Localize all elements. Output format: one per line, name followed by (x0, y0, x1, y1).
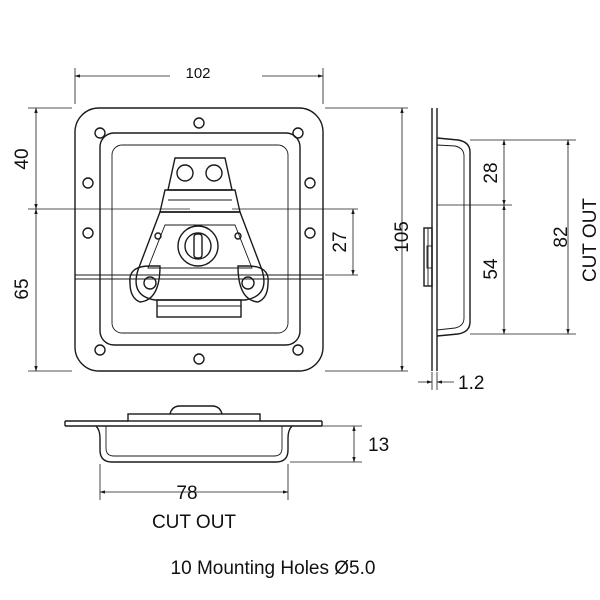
cutout-width-label: 78 (176, 483, 197, 504)
mounting-hole (304, 177, 316, 189)
mounting-hole (193, 353, 205, 365)
bottom-view: 13 78 CUT OUT (64, 405, 389, 533)
latch-mechanism (129, 157, 269, 318)
mounting-hole (94, 127, 106, 139)
dim-side-upper: 28 (481, 162, 502, 183)
dim-height: 105 (392, 221, 413, 253)
dim-cutout: 82 (551, 226, 572, 247)
dim-lower-left: 65 (12, 278, 33, 299)
dimension-width: 102 (74, 65, 324, 104)
side-cutout-label: CUT OUT (580, 198, 600, 282)
mounting-hole (193, 117, 205, 129)
flange-outline (74, 107, 324, 372)
mounting-hole (292, 344, 304, 356)
mounting-hole (304, 227, 316, 239)
mounting-holes (82, 117, 316, 365)
thickness-label: 1.2 (458, 373, 484, 394)
width-label: 102 (185, 65, 210, 82)
dimension-height: 105 (325, 107, 413, 372)
mounting-hole (94, 344, 106, 356)
mounting-hole (292, 127, 304, 139)
dimension-left: 40 65 (12, 107, 190, 372)
dim-side-lower: 54 (481, 258, 502, 280)
mounting-hole (82, 177, 94, 189)
dim-upper-left: 40 (12, 148, 33, 169)
dim-handle: 27 (330, 231, 351, 252)
pan-inner (111, 144, 289, 334)
front-view: 102 40 65 27 105 (12, 65, 413, 372)
mounting-holes-note: 10 Mounting Holes Ø5.0 (171, 558, 376, 579)
bottom-cutout-label: CUT OUT (152, 512, 236, 533)
mounting-hole (82, 227, 94, 239)
lock-cylinder (177, 225, 219, 267)
pan-outer (99, 132, 301, 346)
dimension-handle: 27 (232, 208, 358, 276)
depth-label: 13 (368, 435, 389, 456)
side-view: 28 54 82 CUT OUT 1.2 (418, 108, 600, 394)
